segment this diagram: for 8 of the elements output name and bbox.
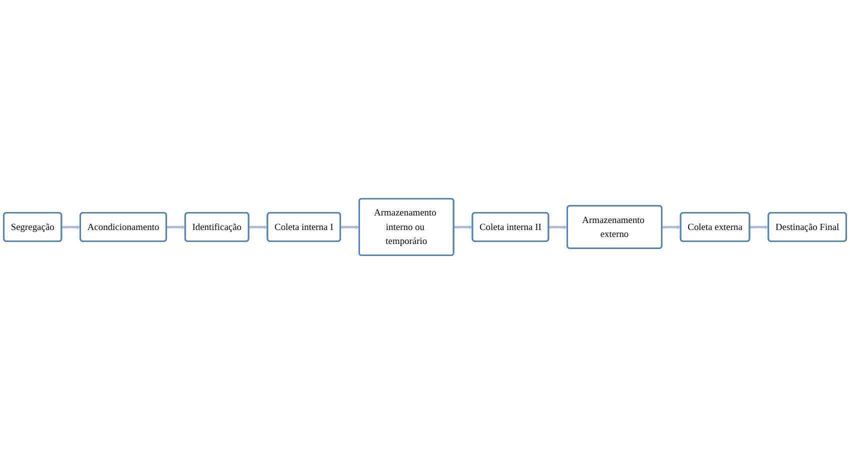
arrow: [340, 225, 360, 230]
arrow: [454, 225, 473, 230]
arrow: [662, 225, 681, 230]
arrow: [548, 225, 568, 230]
arrow: [248, 225, 268, 230]
arrow: [62, 225, 81, 230]
arrow: [166, 225, 186, 230]
arrow: [750, 225, 769, 230]
